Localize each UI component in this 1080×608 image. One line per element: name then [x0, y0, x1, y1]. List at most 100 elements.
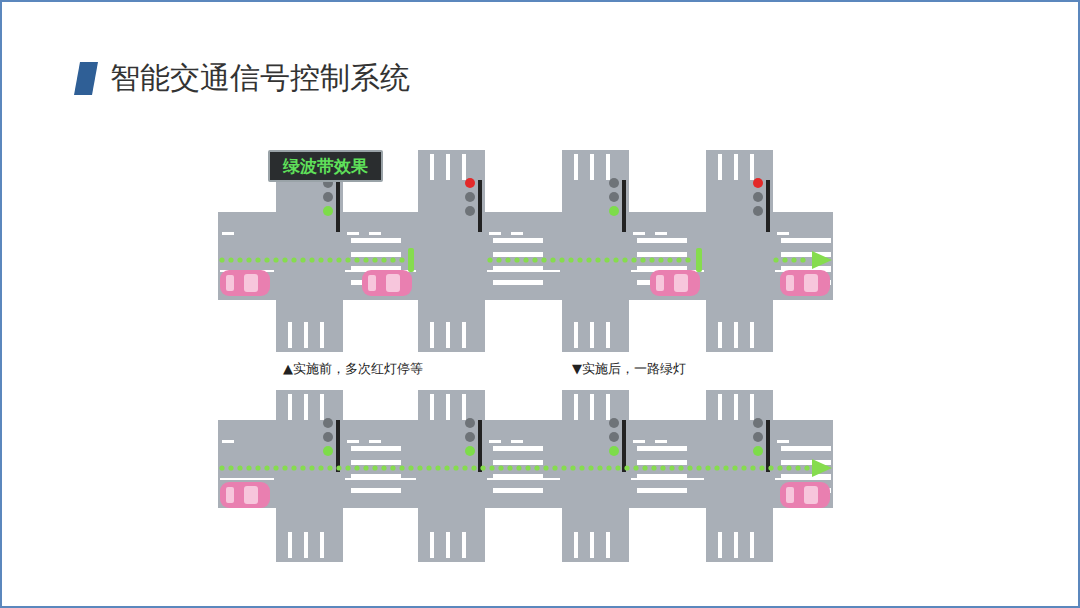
car: [650, 270, 700, 296]
title-badge: 绿波带效果: [268, 150, 383, 182]
signal-lamp: [465, 178, 475, 188]
signal-lamp: [753, 178, 763, 188]
badge-text: 绿波带效果: [283, 156, 368, 176]
crosswalk: [750, 322, 754, 348]
crosswalk: [750, 394, 754, 420]
crosswalk: [446, 394, 450, 420]
green-wave-dot: [642, 465, 647, 470]
signal-pole: [336, 420, 340, 472]
signal-lamp: [609, 178, 619, 188]
car-window: [656, 275, 664, 291]
car-window: [804, 486, 818, 504]
signal-lamp: [609, 206, 619, 216]
crosswalk: [606, 322, 610, 348]
lane-dash: [369, 232, 381, 235]
green-wave-dot: [399, 257, 404, 262]
crosswalk: [462, 154, 466, 180]
green-wave-dot: [568, 257, 573, 262]
green-wave-dot: [516, 465, 521, 470]
green-wave-dot: [354, 465, 359, 470]
signal-lamp: [609, 192, 619, 202]
green-wave-dot: [685, 257, 690, 262]
green-wave-dot: [381, 465, 386, 470]
green-wave-dot: [514, 257, 519, 262]
green-wave-dot: [768, 465, 773, 470]
car: [780, 482, 830, 508]
green-wave-dot: [649, 257, 654, 262]
zebra-stripe: [351, 488, 401, 493]
green-wave-dot: [246, 465, 251, 470]
lane-dash: [222, 440, 234, 443]
car: [220, 270, 270, 296]
caption-label: ▼实施后，一路绿灯: [572, 361, 686, 377]
green-wave-dot: [696, 465, 701, 470]
stop-bar: [408, 248, 414, 272]
green-wave-dot: [631, 257, 636, 262]
zebra-stripe: [351, 238, 401, 243]
crosswalk: [574, 322, 578, 348]
lane-dash: [511, 232, 523, 235]
green-wave-dot: [496, 257, 501, 262]
signal-lamp: [323, 418, 333, 428]
green-wave-dot: [336, 465, 341, 470]
signal-lamp: [753, 192, 763, 202]
signal-lamp: [753, 206, 763, 216]
green-wave-dot: [399, 465, 404, 470]
green-wave-dot: [714, 465, 719, 470]
green-wave-dot: [782, 257, 787, 262]
green-wave-dot: [345, 257, 350, 262]
lane-dash: [777, 232, 789, 235]
green-wave-dot: [264, 465, 269, 470]
car-window: [244, 486, 258, 504]
green-wave-dot: [541, 257, 546, 262]
zebra-stripe: [493, 446, 543, 451]
signal-pole: [766, 180, 770, 232]
crosswalk: [288, 322, 292, 348]
green-wave-dot: [390, 257, 395, 262]
green-wave-dot: [804, 465, 809, 470]
crosswalk: [606, 532, 610, 558]
green-wave-dot: [372, 465, 377, 470]
green-wave-dot: [525, 465, 530, 470]
signal-lamp: [323, 192, 333, 202]
green-wave-dot: [487, 257, 492, 262]
green-wave-dot: [732, 465, 737, 470]
signal-pole: [622, 420, 626, 472]
green-wave-dot: [417, 465, 422, 470]
stop-bar: [696, 248, 702, 272]
green-wave-dot: [800, 257, 805, 262]
signal-pole: [478, 420, 482, 472]
lane-dash: [489, 232, 501, 235]
signal-pole: [478, 180, 482, 232]
green-wave-dot: [345, 465, 350, 470]
signal-lamp: [465, 192, 475, 202]
green-wave-dot: [318, 465, 323, 470]
green-wave-dot: [552, 465, 557, 470]
crosswalk: [320, 532, 324, 558]
car-window: [786, 275, 794, 291]
crosswalk: [574, 532, 578, 558]
green-wave-dot: [453, 465, 458, 470]
green-wave-dot: [705, 465, 710, 470]
crosswalk: [590, 532, 594, 558]
zebra-stripe: [351, 474, 401, 479]
green-wave-dot: [273, 257, 278, 262]
green-wave-dot: [291, 465, 296, 470]
green-wave-dot: [327, 465, 332, 470]
zebra-stripe: [781, 238, 831, 243]
crosswalk: [430, 322, 434, 348]
car: [362, 270, 412, 296]
green-wave-dot: [372, 257, 377, 262]
car: [780, 270, 830, 296]
road: [276, 390, 343, 562]
green-wave-dot: [741, 465, 746, 470]
green-wave-dot: [543, 465, 548, 470]
zebra-stripe: [493, 266, 543, 271]
green-wave-dot: [523, 257, 528, 262]
green-wave-dot: [336, 257, 341, 262]
green-wave-dot: [255, 465, 260, 470]
zebra-stripe: [637, 238, 687, 243]
lane-dash: [222, 232, 234, 235]
crosswalk: [430, 154, 434, 180]
lane-dash: [655, 440, 667, 443]
